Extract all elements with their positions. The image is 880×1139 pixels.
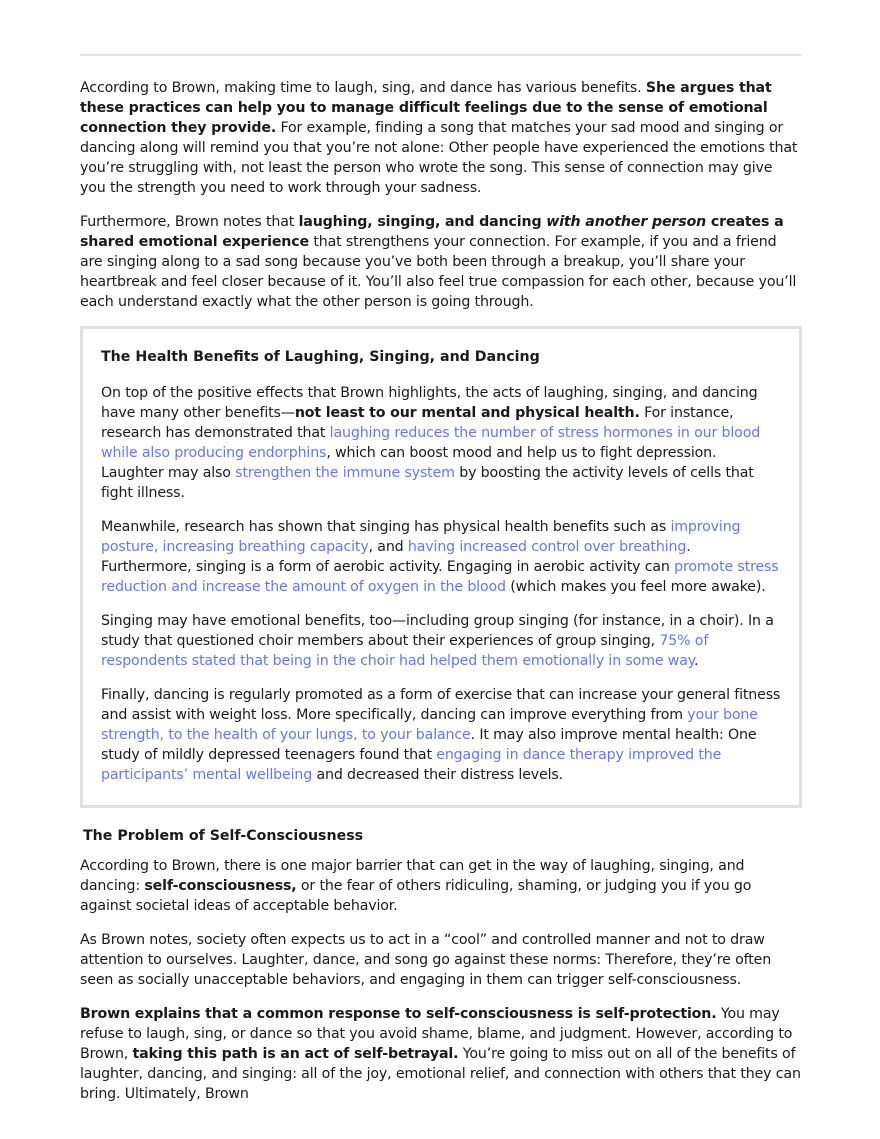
text: For instance, research has demonstrated … (101, 405, 734, 441)
text: and decreased their distress levels. (312, 767, 564, 783)
text: According to Brown, making time to laugh… (80, 80, 646, 96)
text: As Brown notes, society often expects us… (80, 932, 772, 988)
text: Singing may have emotional benefits, too… (101, 613, 774, 649)
document-body: According to Brown, making time to laugh… (80, 78, 802, 1118)
intro-section: According to Brown, making time to laugh… (80, 78, 802, 312)
bold-text: self-consciousness, (144, 878, 297, 894)
paragraph: Singing may have emotional benefits, too… (101, 611, 781, 671)
callout-box: The Health Benefits of Laughing, Singing… (80, 326, 802, 808)
reference-link[interactable]: laughing reduces the number of stress ho… (101, 425, 761, 461)
text: Meanwhile, research has shown that singi… (101, 519, 671, 535)
paragraph: Brown explains that a common response to… (80, 1004, 802, 1104)
text: (which makes you feel more awake). (505, 579, 766, 595)
bold-text: not least to our mental and physical hea… (294, 405, 640, 421)
bold-italic-text: with another person (546, 214, 707, 230)
bold-text: taking this path is an act of self-betra… (132, 1046, 459, 1062)
text: Finally, dancing is regularly promoted a… (101, 687, 781, 723)
text: According to Brown, there is one major b… (80, 858, 745, 894)
text: Furthermore, Brown notes that (80, 214, 299, 230)
text: that strengthens your connection. For ex… (80, 234, 797, 310)
paragraph: As Brown notes, society often expects us… (80, 930, 802, 990)
reference-link[interactable]: 75% of respondents stated that being in … (101, 633, 709, 669)
text: or the fear of others ridiculing, shamin… (80, 878, 752, 914)
reference-link[interactable]: your bone strength, to the health of you… (101, 707, 758, 743)
bold-text: creates a shared emotional experience (80, 214, 784, 250)
reference-link[interactable]: promote stress reduction and increase th… (101, 559, 779, 595)
paragraph: Furthermore, Brown notes that laughing, … (80, 212, 802, 312)
paragraph: On top of the positive effects that Brow… (101, 383, 781, 503)
paragraph: Finally, dancing is regularly promoted a… (101, 685, 781, 785)
text: You may refuse to laugh, sing, or dance … (80, 1006, 793, 1062)
paragraph: According to Brown, making time to laugh… (80, 78, 802, 198)
text: . (694, 653, 699, 669)
reference-link[interactable]: improving posture, increasing breathing … (101, 519, 741, 555)
reference-link[interactable]: engaging in dance therapy improved the p… (101, 747, 722, 783)
text: , and (368, 539, 408, 555)
paragraph: According to Brown, there is one major b… (80, 856, 802, 916)
text: . It may also improve mental health: One… (101, 727, 757, 763)
text: . Furthermore, singing is a form of aero… (101, 539, 691, 575)
section-body: According to Brown, there is one major b… (80, 856, 802, 1104)
callout-title: The Health Benefits of Laughing, Singing… (101, 349, 540, 365)
text: , which can boost mood and help us to fi… (101, 445, 717, 481)
paragraph: Meanwhile, research has shown that singi… (101, 517, 781, 597)
callout-body: On top of the positive effects that Brow… (101, 383, 781, 785)
reference-link[interactable]: strengthen the immune system (235, 465, 455, 481)
bold-text: Brown explains that a common response to… (80, 1006, 717, 1022)
bold-text: laughing, singing, and dancing (298, 214, 547, 230)
text: On top of the positive effects that Brow… (101, 385, 758, 421)
reference-link[interactable]: having increased control over breathing (407, 539, 687, 555)
text: You’re going to miss out on all of the b… (80, 1046, 801, 1102)
bold-text: She argues that these practices can help… (80, 80, 772, 136)
section-heading: The Problem of Self-Consciousness (83, 828, 364, 844)
text: by boosting the activity levels of cells… (101, 465, 754, 501)
text: For example, finding a song that matches… (80, 120, 798, 196)
top-divider (80, 54, 801, 56)
